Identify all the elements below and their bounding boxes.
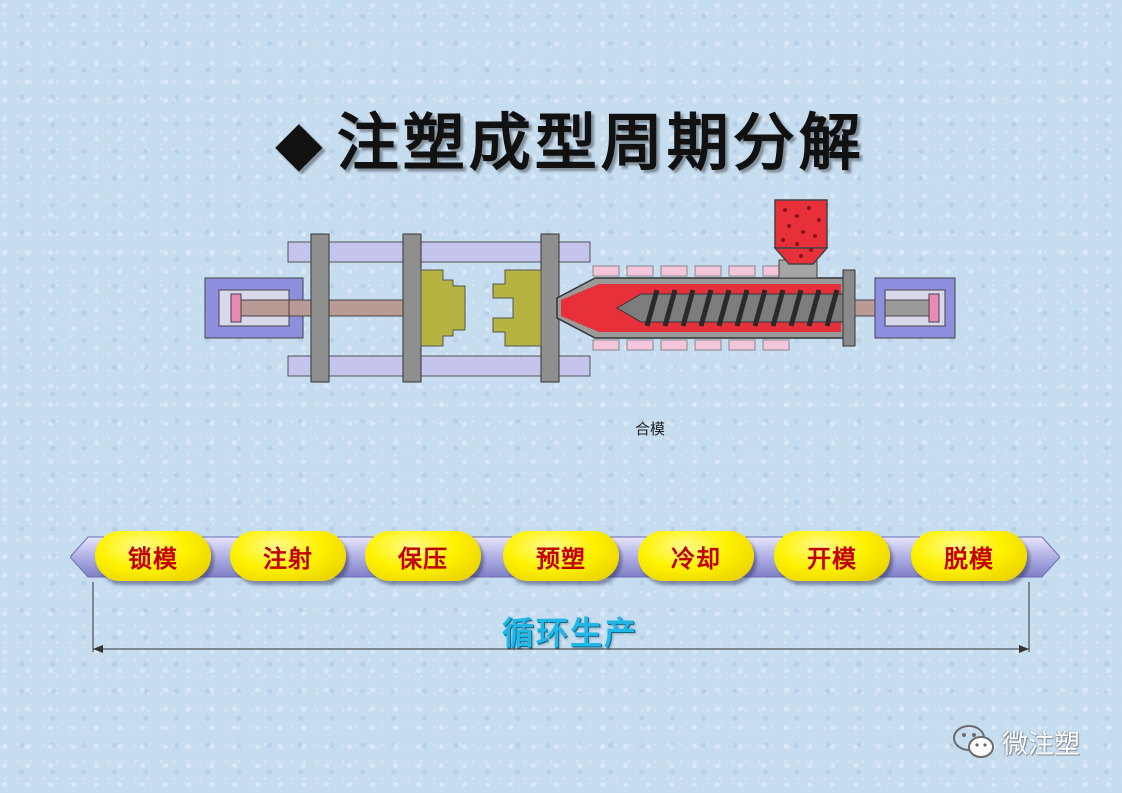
machine-caption: 合模	[634, 420, 665, 438]
tie-bars	[287, 241, 591, 377]
cycle-step-plasticize: 预塑	[503, 531, 619, 581]
page-title: ◆注塑成型周期分解	[275, 92, 915, 182]
barrel-flange	[842, 269, 856, 347]
title-text: 注塑成型周期分解	[336, 106, 865, 179]
moving-mold-half	[420, 269, 466, 347]
hopper-icon	[773, 199, 829, 279]
cycle-label: 循环生产	[501, 614, 638, 652]
diamond-bullet-icon: ◆	[275, 106, 327, 179]
heater-bands	[592, 265, 790, 351]
piston-rod	[288, 299, 414, 317]
cycle-span-arrow	[92, 582, 1030, 653]
watermark: 微注塑	[952, 722, 1080, 762]
cycle-step-inject: 注射	[230, 531, 346, 581]
injection-machine-diagram	[204, 199, 956, 383]
cycle-step-open-mold: 开模	[774, 531, 890, 581]
wechat-icon	[953, 725, 994, 758]
cycle-step-eject: 脱模	[911, 531, 1027, 581]
clamp-cylinder	[204, 277, 304, 339]
fixed-mold-half	[492, 269, 542, 347]
injection-cylinder	[874, 277, 956, 339]
watermark-text: 微注塑	[1002, 729, 1081, 760]
cycle-step-cool: 冷却	[638, 531, 754, 581]
cycle-step-hold: 保压	[365, 531, 481, 581]
cycle-step-lock-mold: 锁模	[95, 531, 211, 581]
screw-flights	[644, 289, 840, 327]
